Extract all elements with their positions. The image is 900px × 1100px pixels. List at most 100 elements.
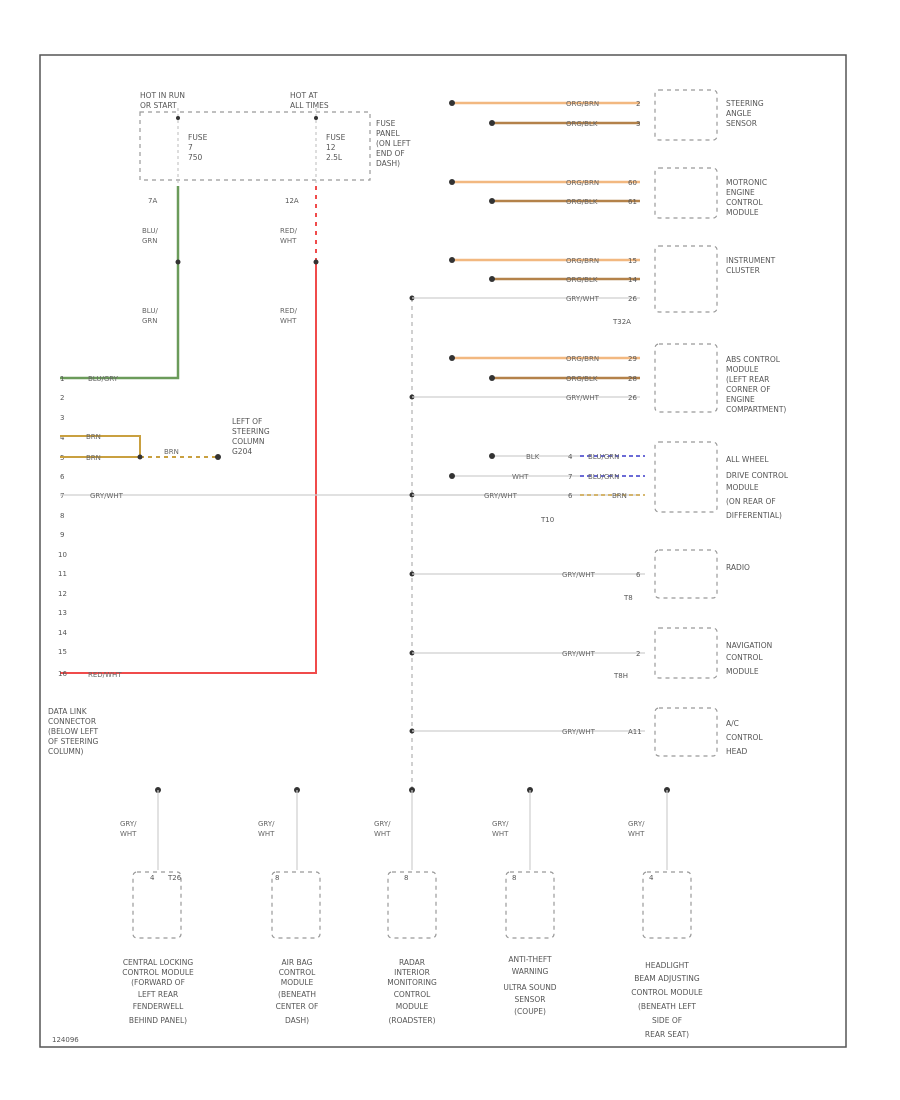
fuse-panel-line1: FUSE <box>376 119 396 128</box>
dlc-pin-7: 7 <box>60 492 64 500</box>
blu-grn-label-a2: GRN <box>142 237 158 245</box>
dlc-pin-1: 1 <box>60 375 64 383</box>
abs-name-5: ENGINE <box>726 395 755 404</box>
dlc-label-line2: CONNECTOR <box>48 717 96 726</box>
dlc-pin-4: 4 <box>60 434 65 442</box>
wire-red-wht: RED/ WHT RED/ WHT RED/WHT <box>60 186 319 679</box>
red-wht-label-b2: WHT <box>280 317 297 325</box>
nav-connector: T8H <box>613 672 628 680</box>
abs-name-4: CORNER OF <box>726 385 771 394</box>
awd-name-1: ALL WHEEL <box>726 455 769 464</box>
ecm-name-2: ENGINE <box>726 188 755 197</box>
abs-name-3: (LEFT REAR <box>726 375 769 384</box>
ground-label-line3: COLUMN <box>232 437 265 446</box>
ecm-name-4: MODULE <box>726 208 759 217</box>
awd-right-wire-1: BLU/GRN <box>588 453 619 461</box>
at-name-1: ANTI-THEFT <box>508 955 552 964</box>
dlc-pin-15: 15 <box>58 648 67 656</box>
dlc-pin-8: 8 <box>60 512 64 520</box>
ab-name-5: CENTER OF <box>276 1002 319 1011</box>
at-name-5: (COUPE) <box>514 1007 546 1016</box>
dlc-pin-11: 11 <box>58 570 67 578</box>
module-awd: BLK WHT GRY/WHT 4 7 6 BLU/GRN BLU/GRN BR… <box>412 441 789 524</box>
fuse-panel-line4: END OF <box>376 149 405 158</box>
sas-name-3: SENSOR <box>726 119 757 128</box>
at-pin: 8 <box>512 874 516 882</box>
cl-connector: T26 <box>167 874 182 882</box>
ab-name-3: MODULE <box>281 978 314 987</box>
ground-label-line2: STEERING <box>232 427 270 436</box>
abs-pin-1: 29 <box>628 355 637 363</box>
ecm-wire-1: ORG/BRN <box>566 179 599 187</box>
dlc-pin-9: 9 <box>60 531 64 539</box>
hb-wire-1: GRY/ <box>628 820 645 828</box>
red-wht-dlc-label: RED/WHT <box>88 671 122 679</box>
abs-name-1: ABS CONTROL <box>726 355 781 364</box>
hb-name-3: CONTROL MODULE <box>631 988 703 997</box>
fuse-panel-line3: (ON LEFT <box>376 139 411 148</box>
awd-name-3: MODULE <box>726 483 759 492</box>
dlc-label-line1: DATA LINK <box>48 707 88 716</box>
ab-wire-2: WHT <box>258 830 275 838</box>
cl-pin: 4 <box>150 874 155 882</box>
cl-name-6: BEHIND PANEL) <box>129 1016 187 1025</box>
sas-pin-2: 3 <box>636 120 640 128</box>
at-name-2: WARNING <box>512 967 549 976</box>
ground-label-line1: LEFT OF <box>232 417 262 426</box>
hot-right-line1: HOT AT <box>290 91 318 100</box>
ac-name-3: HEAD <box>726 747 748 756</box>
module-ac-control-head: GRY/WHT A11 A/C CONTROL HEAD <box>412 707 763 757</box>
ab-name-2: CONTROL <box>279 968 316 977</box>
fuse-right-line3: 2.5L <box>326 153 343 162</box>
ic-wire-1: ORG/BRN <box>566 257 599 265</box>
ri-name-5: MODULE <box>396 1002 429 1011</box>
fuse-panel-line5: DASH) <box>376 159 400 168</box>
abs-wire-3: GRY/WHT <box>566 394 600 402</box>
fuse-pin-7a: 7A <box>148 197 157 205</box>
at-wire-2: WHT <box>492 830 509 838</box>
hb-name-5: SIDE OF <box>652 1016 682 1025</box>
brn-label-c: BRN <box>164 448 179 456</box>
dlc-pin-14: 14 <box>58 629 67 637</box>
ecm-name-3: CONTROL <box>726 198 763 207</box>
nav-name-1: NAVIGATION <box>726 641 772 650</box>
awd-right-wire-2: BLU/GRN <box>588 473 619 481</box>
hb-name-6: REAR SEAT) <box>645 1030 689 1039</box>
sas-name-1: STEERING <box>726 99 764 108</box>
dlc-pin-6: 6 <box>60 473 65 481</box>
ground-label-line4: G204 <box>232 447 252 456</box>
blu-grn-label-a1: BLU/ <box>142 227 158 235</box>
awd-left-wire-1: BLK <box>526 453 540 461</box>
ac-pin: A11 <box>628 728 642 736</box>
ri-wire-1: GRY/ <box>374 820 391 828</box>
red-wht-label-a1: RED/ <box>280 227 298 235</box>
abs-name-6: COMPARTMENT) <box>726 405 786 414</box>
abs-wire-2: ORG/BLK <box>566 375 598 383</box>
abs-pin-2: 28 <box>628 375 637 383</box>
dlc-pin-12: 12 <box>58 590 67 598</box>
ic-wire-3: GRY/WHT <box>566 295 600 303</box>
awd-right-wire-3: BRN <box>612 492 627 500</box>
at-wire-1: GRY/ <box>492 820 509 828</box>
module-motronic-ecm: ORG/BRN ORG/BLK 60 61 MOTRONIC ENGINE CO… <box>449 167 767 219</box>
ri-pin: 8 <box>404 874 408 882</box>
awd-pin-1: 4 <box>568 453 573 461</box>
sas-pin-1: 2 <box>636 100 640 108</box>
module-radio: GRY/WHT 6 T8 RADIO <box>412 549 750 602</box>
diagram-id: 124096 <box>52 1036 79 1044</box>
hb-name-1: HEADLIGHT <box>645 961 689 970</box>
gry-wht-dlc-label: GRY/WHT <box>90 492 124 500</box>
ic-pin-1: 15 <box>628 257 637 265</box>
cl-name-4: LEFT REAR <box>138 990 178 999</box>
wire-blu-grn: BLU/ GRN BLU/ GRN BLU/GRY <box>60 186 181 383</box>
module-navigation: GRY/WHT 2 T8H NAVIGATION CONTROL MODULE <box>412 627 772 680</box>
dlc-label-line5: COLUMN) <box>48 747 84 756</box>
nav-pin: 2 <box>636 650 640 658</box>
red-wht-label-a2: WHT <box>280 237 297 245</box>
awd-name-2: DRIVE CONTROL <box>726 471 789 480</box>
ic-connector: T32A <box>612 318 631 326</box>
cl-name-2: CONTROL MODULE <box>122 968 194 977</box>
module-abs: ORG/BRN ORG/BLK GRY/WHT 29 28 26 ABS CON… <box>412 343 786 414</box>
sas-name-2: ANGLE <box>726 109 752 118</box>
